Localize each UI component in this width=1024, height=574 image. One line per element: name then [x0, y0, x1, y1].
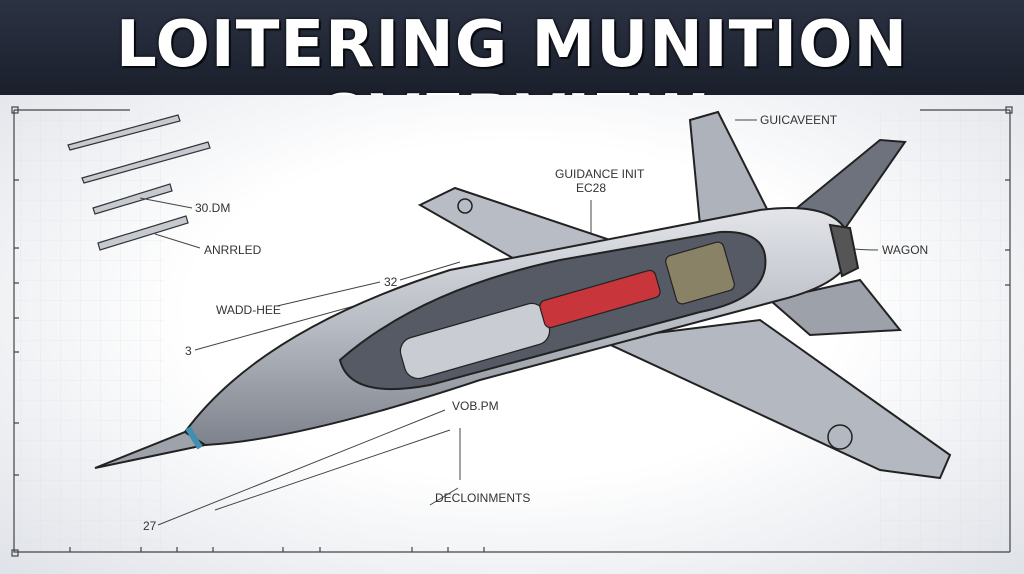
- grid-left: [14, 110, 164, 550]
- label-deployments: DECLOINMENTS: [435, 491, 530, 505]
- vertical-tail-fin: [688, 110, 772, 227]
- label-engine: WAGON: [882, 243, 928, 257]
- label-guidance-line2: EC28: [576, 181, 606, 195]
- label-guidance-line1: GUIDANCE INIT: [555, 167, 645, 181]
- label-dim-27: 27: [143, 519, 157, 533]
- engine-nozzle: [828, 223, 860, 278]
- label-tail-fin: GUICAVEENT: [760, 113, 838, 127]
- frame-ruler: [11, 106, 1013, 557]
- guidance-unit: [665, 241, 735, 305]
- aircraft: [94, 110, 952, 480]
- label-dim-32: 32: [384, 275, 398, 289]
- roundels: [457, 198, 853, 450]
- label-component: ANRRLED: [204, 243, 262, 257]
- nose-ring: [185, 426, 203, 450]
- internal-components: [399, 241, 735, 380]
- label-vob-visible: VOB.PM: [452, 399, 499, 413]
- label-warhead: WADD-HEE: [216, 303, 281, 317]
- label-length: 30.DM: [195, 201, 230, 215]
- component-rods: [67, 114, 211, 251]
- grid-right: [880, 110, 1010, 550]
- label-dim-3: 3: [185, 344, 192, 358]
- right-wing: [596, 318, 952, 480]
- red-motor-section: [539, 269, 661, 329]
- title-banner: LOITERING MUNITION OVERVIEW: [0, 0, 1024, 156]
